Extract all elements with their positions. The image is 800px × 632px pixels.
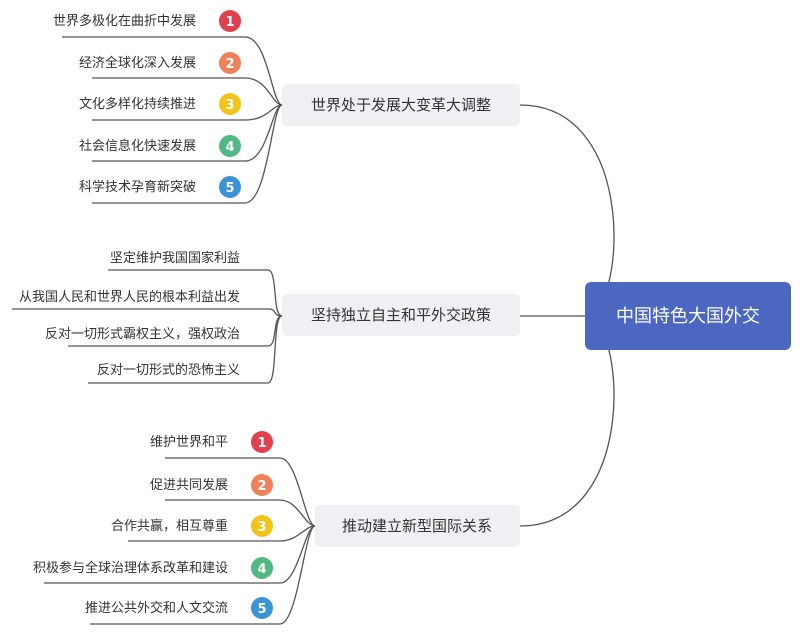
leaf-policy-2[interactable]: 从我国人民和世界人民的根本利益出发: [19, 289, 240, 305]
leaf-relations-2[interactable]: 促进共同发展 2: [150, 474, 273, 496]
connector-line: [279, 525, 316, 584]
branch-node-box: [315, 505, 520, 547]
badge-number: 5: [257, 602, 266, 617]
badge-circle: [251, 431, 273, 453]
badge-circle: [251, 597, 273, 619]
connector-line: [279, 457, 316, 527]
leaf-world-4[interactable]: 社会信息化快速发展 4: [79, 135, 241, 157]
connector-line: [267, 315, 283, 384]
leaf-relations-1[interactable]: 维护世界和平 1: [150, 431, 273, 453]
badge-number: 1: [257, 436, 266, 451]
leaf-label: 社会信息化快速发展: [79, 138, 196, 154]
root-node-label: 中国特色大国外交: [616, 306, 760, 327]
branch-node-policy[interactable]: 坚持独立自主和平外交政策: [282, 294, 520, 336]
leaf-label: 文化多样化持续推进: [79, 96, 196, 112]
leaf-world-2[interactable]: 经济全球化深入发展 2: [79, 52, 241, 74]
badge-number: 1: [225, 15, 234, 30]
badge-circle: [251, 515, 273, 537]
badge-number: 4: [257, 562, 266, 577]
branch-node-label: 推动建立新型国际关系: [342, 517, 492, 535]
badge-number: 5: [225, 181, 234, 196]
badge-number: 2: [257, 479, 266, 494]
leaf-label: 推进公共外交和人文交流: [85, 600, 228, 616]
connector-line: [244, 77, 283, 106]
leaf-label: 世界多极化在曲折中发展: [53, 13, 196, 29]
leaf-label: 反对一切形式的恐怖主义: [97, 362, 240, 378]
badge-circle: [219, 10, 241, 32]
leaf-policy-4[interactable]: 反对一切形式的恐怖主义: [97, 362, 240, 378]
leaf-relations-3[interactable]: 合作共赢，相互尊重 3: [111, 515, 273, 537]
badge-number: 3: [257, 520, 266, 535]
leaf-world-5[interactable]: 科学技术孕育新突破 5: [79, 176, 241, 198]
connector-line: [279, 499, 316, 527]
branch-node-label: 世界处于发展大变革大调整: [311, 96, 491, 114]
badge-number: 2: [225, 57, 234, 72]
leaf-label: 合作共赢，相互尊重: [111, 518, 228, 534]
branch-node-world[interactable]: 世界处于发展大变革大调整: [282, 84, 520, 126]
root-node[interactable]: 中国特色大国外交: [585, 282, 791, 350]
connector-line: [244, 36, 283, 106]
branch-node-box: [282, 84, 520, 126]
badge-circle: [219, 52, 241, 74]
leaf-label: 积极参与全球治理体系改革和建设: [33, 560, 228, 576]
connector-line: [279, 525, 316, 625]
connector-line: [267, 269, 283, 317]
badge-circle: [219, 176, 241, 198]
leaf-policy-1[interactable]: 坚定维护我国国家利益: [110, 250, 240, 266]
leaf-policy-3[interactable]: 反对一切形式霸权主义，强权政治: [45, 326, 240, 342]
leaf-label: 促进共同发展: [150, 477, 228, 493]
badge-circle: [219, 93, 241, 115]
badge-circle: [251, 474, 273, 496]
leaf-world-1[interactable]: 世界多极化在曲折中发展 1: [53, 10, 241, 32]
leaf-label: 科学技术孕育新突破: [79, 179, 196, 195]
connector-lines: [12, 36, 615, 625]
badge-number: 3: [225, 98, 234, 113]
leaf-label: 反对一切形式霸权主义，强权政治: [45, 326, 240, 342]
leaf-label: 从我国人民和世界人民的根本利益出发: [19, 289, 240, 305]
badge-number: 4: [225, 140, 234, 155]
leaf-world-3[interactable]: 文化多样化持续推进 3: [79, 93, 241, 115]
connector-line: [244, 104, 283, 204]
branch-node-relations[interactable]: 推动建立新型国际关系: [315, 505, 520, 547]
leaf-label: 维护世界和平: [150, 435, 228, 450]
leaf-relations-5[interactable]: 推进公共外交和人文交流 5: [85, 597, 273, 619]
leaf-relations-4[interactable]: 积极参与全球治理体系改革和建设 4: [33, 557, 273, 579]
leaf-label: 坚定维护我国国家利益: [110, 250, 240, 266]
root-node-box: [585, 282, 791, 350]
branch-node-box: [282, 294, 520, 336]
badge-circle: [219, 135, 241, 157]
leaf-label: 经济全球化深入发展: [79, 55, 196, 71]
branch-node-label: 坚持独立自主和平外交政策: [311, 306, 491, 324]
badge-circle: [251, 557, 273, 579]
